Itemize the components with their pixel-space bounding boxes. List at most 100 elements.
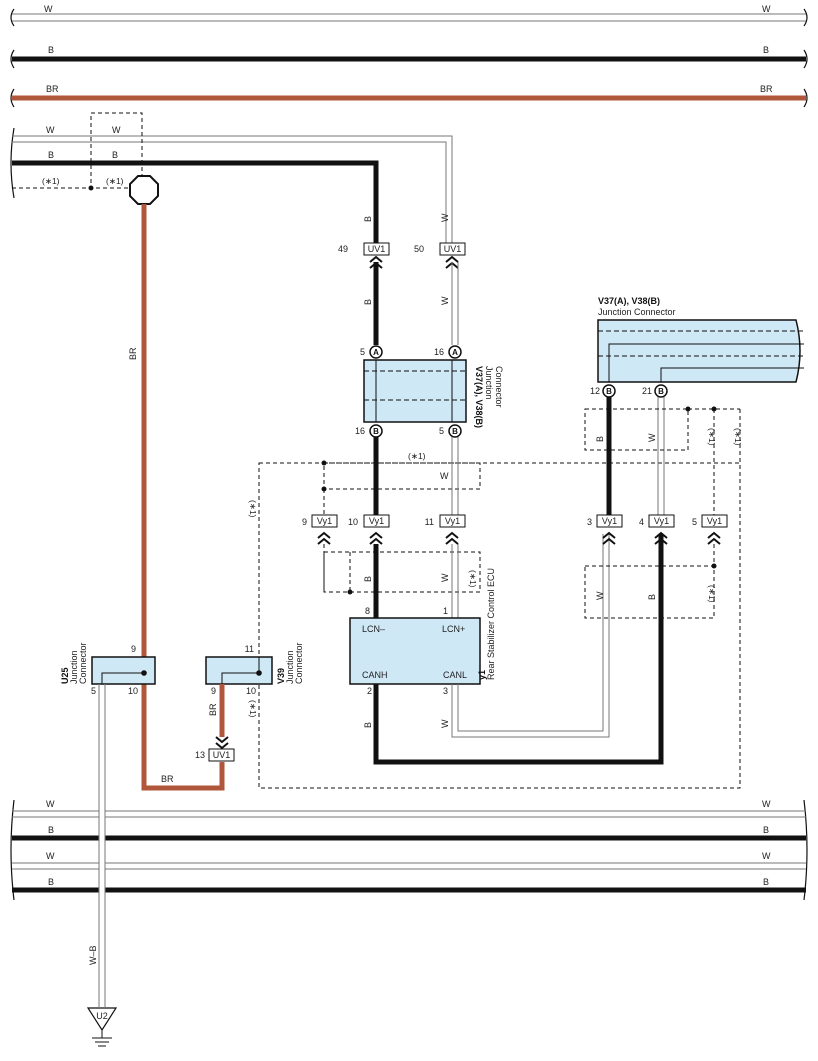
bus-label: B	[763, 825, 769, 835]
connector-uv1-13: 13 UV1	[195, 736, 235, 762]
pin-number: 16	[434, 347, 444, 357]
pin-number: 9	[302, 517, 307, 527]
option-label: (∗1)	[733, 428, 743, 446]
junction-title: V37(A), V38(B)	[598, 296, 660, 306]
pin-number: 3	[443, 686, 448, 696]
bus-label: B	[48, 45, 54, 55]
ecu-terminal: LCN+	[442, 624, 465, 634]
junction-u25: 9 5 10 U25 Junction Connector	[60, 642, 156, 696]
ecu-terminal: LCN–	[362, 624, 385, 634]
splice-octagon	[129, 175, 159, 205]
option-label: (∗1)	[248, 500, 258, 518]
bus-label: B	[48, 825, 54, 835]
pin-letter: B	[373, 427, 379, 436]
option-label: (∗1)	[468, 570, 478, 588]
connector-uv1-50: 50 UV1	[414, 242, 466, 269]
pin-number: 5	[692, 517, 697, 527]
option-label: (∗1)	[42, 176, 60, 186]
pin-number: 5	[360, 347, 365, 357]
ecu-name: Rear Stabilizer Control ECU	[486, 568, 496, 680]
junction-connector-mid: A 5 A 16 B 16 B 5 V37(A), V38(B) Junctio…	[355, 345, 504, 438]
pin-letter: B	[452, 427, 458, 436]
wire-label: B	[363, 299, 373, 305]
pin-number: 9	[211, 686, 216, 696]
pin-number: 3	[587, 517, 592, 527]
junction-subtitle-line2: Connector	[294, 642, 304, 684]
bottom-bus-w2: W W	[12, 851, 806, 870]
connector-code: UV1	[368, 244, 386, 254]
bottom-bus-b1: B B	[12, 825, 806, 841]
pin-number: 5	[439, 426, 444, 436]
pin-number: 10	[246, 686, 256, 696]
wire-label: W	[440, 213, 450, 222]
wire-label: B	[363, 576, 373, 582]
ecu-code: y1	[477, 670, 487, 680]
pin-number: 50	[414, 244, 424, 254]
wire-label: W	[46, 125, 55, 135]
connector-code: Vy1	[369, 516, 384, 526]
top-bus-b: B B	[10, 45, 808, 69]
bus-label: W	[762, 851, 771, 861]
pin-number: 12	[590, 386, 600, 396]
top-bus-w: W W	[10, 4, 808, 27]
w-branch: W W	[12, 125, 453, 243]
bottom-bus-b2: B B	[12, 877, 806, 893]
bus-label: W	[46, 851, 55, 861]
wire-label: BR	[208, 703, 218, 716]
pin-letter: B	[606, 387, 612, 396]
ground-symbol: U2	[86, 1007, 118, 1047]
bus-label: W	[762, 4, 771, 14]
connector-vy1-11: 11 Vy1	[425, 514, 466, 545]
junction-subtitle-line2: Connector	[494, 366, 504, 408]
pin-number: 11	[425, 517, 434, 527]
connector-vy1-5: 5 Vy1	[692, 514, 728, 545]
junction-subtitle-line1: Junction	[69, 650, 79, 684]
pin-number: 21	[642, 386, 652, 396]
wire-label: W	[647, 433, 657, 442]
pin-number: 13	[195, 750, 205, 760]
option-line: (∗1) (∗1)	[12, 112, 143, 191]
bus-label: BR	[760, 84, 773, 94]
pin-number: 2	[367, 686, 372, 696]
connector-code: Vy1	[707, 516, 722, 526]
wire-label: W	[595, 591, 605, 600]
connector-vy1-3: 3 Vy1	[587, 514, 623, 545]
bus-label: B	[763, 45, 769, 55]
pin-number: 16	[355, 426, 365, 436]
ecu-rear-stabilizer: 8 1 LCN– LCN+ CANH CANL 2 3 y1 Rear Stab…	[349, 568, 496, 696]
pin-letter: B	[658, 387, 664, 396]
junction-code: U25	[60, 667, 70, 684]
junction-subtitle-line1: Junction	[484, 366, 494, 400]
pin-number: 10	[348, 517, 358, 527]
wire-label: W	[112, 125, 121, 135]
connector-uv1-49: 49 UV1	[338, 242, 390, 269]
wire-label: BR	[128, 347, 138, 360]
wire-label: B	[112, 150, 118, 160]
connector-code: Vy1	[317, 516, 332, 526]
bus-label: B	[763, 877, 769, 887]
junction-connector-right: V37(A), V38(B) Junction Connector B 12 B…	[590, 296, 804, 398]
option-label: (∗1)	[106, 176, 124, 186]
pin-number: 5	[91, 686, 96, 696]
wire-label: W	[440, 573, 450, 582]
pin-letter: A	[452, 348, 458, 357]
wire-label: W	[440, 471, 449, 481]
ecu-terminal: CANH	[362, 670, 388, 680]
wire-label: W	[440, 719, 450, 728]
connector-code: Vy1	[602, 516, 617, 526]
connector-vy1-4: 4 Vy1	[639, 514, 675, 545]
bottom-bus-w1: W W	[12, 799, 806, 818]
option-label: (∗1)	[707, 585, 717, 603]
pin-letter: A	[373, 348, 379, 357]
pin-number: 4	[639, 517, 644, 527]
junction-v39: 11 9 10 V39 Junction Connector	[205, 642, 304, 696]
junction-subtitle: Junction Connector	[598, 307, 676, 317]
pin-number: 11	[245, 644, 254, 654]
junction-subtitle-line2: Connector	[78, 642, 88, 684]
bus-label: W	[762, 799, 771, 809]
bus-label: W	[46, 799, 55, 809]
bus-label: BR	[46, 84, 59, 94]
wire-label: B	[647, 594, 657, 600]
junction-title: V37(A), V38(B)	[474, 366, 484, 428]
top-bus-br: BR BR	[10, 84, 808, 108]
